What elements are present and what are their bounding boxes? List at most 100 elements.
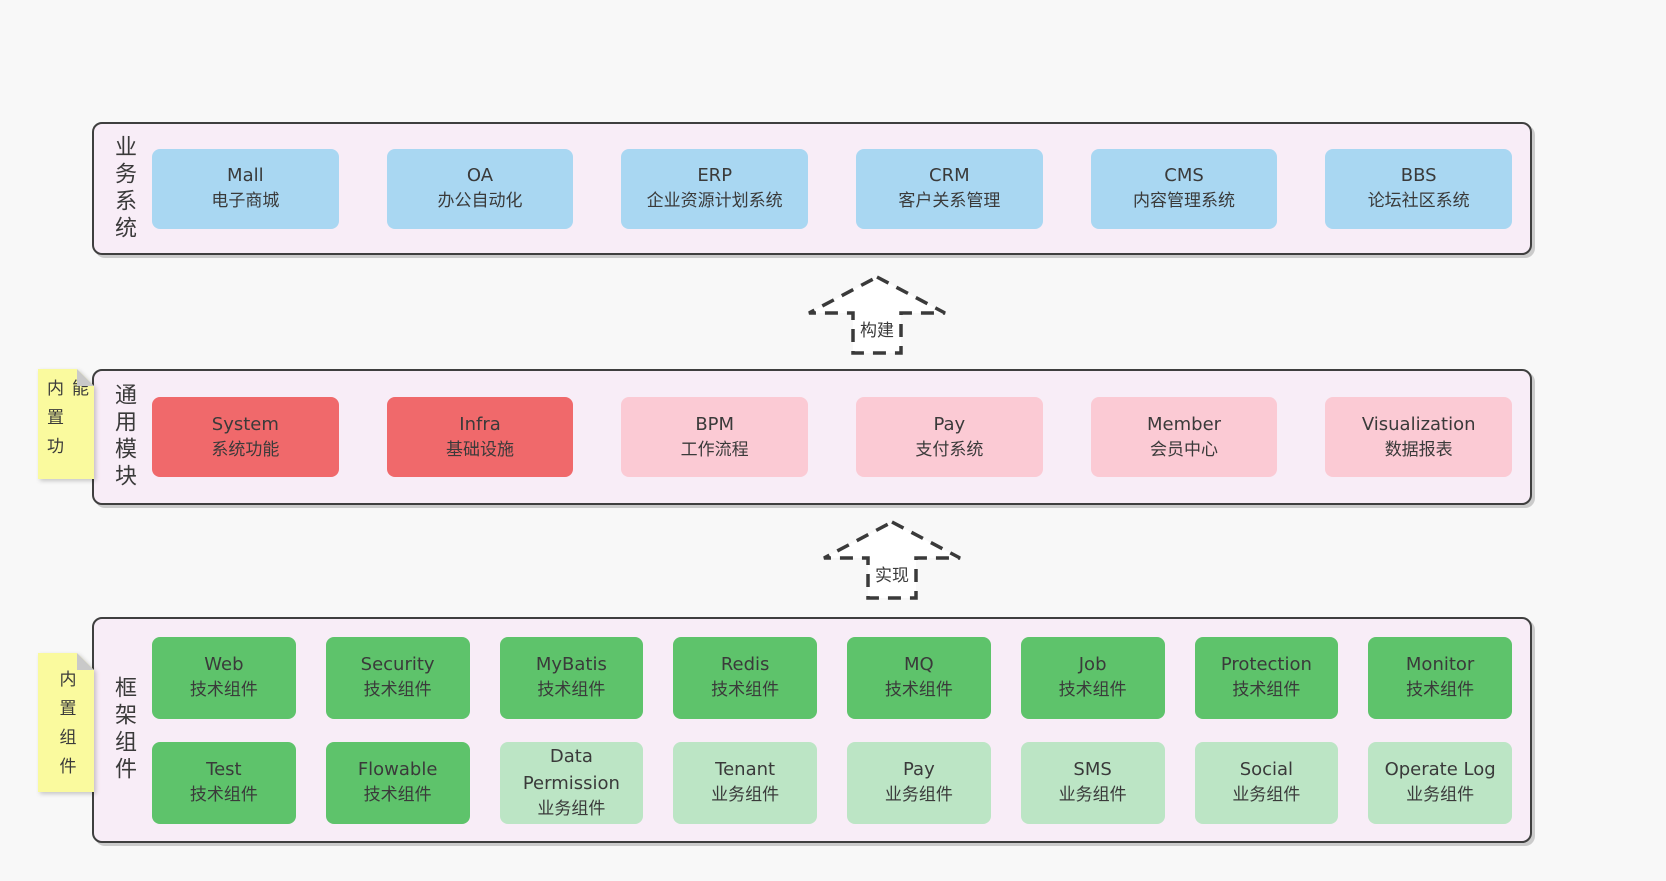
box-subtitle: 支付系统 bbox=[915, 439, 984, 460]
box-subtitle: 电子商城 bbox=[211, 191, 280, 212]
panel-business-side-label-text: 业务系统 bbox=[111, 134, 136, 243]
box-title: OA bbox=[466, 165, 494, 187]
folded-corner-icon bbox=[77, 653, 94, 670]
box-subtitle: 系统功能 bbox=[211, 439, 280, 460]
box-title: Test bbox=[206, 759, 242, 781]
box-bpm: BPM 工作流程 bbox=[621, 397, 809, 477]
up-block-arrow-icon bbox=[823, 520, 961, 600]
box-subtitle: 技术组件 bbox=[1058, 680, 1127, 701]
box-subtitle: 内容管理系统 bbox=[1133, 191, 1236, 212]
box-title: Job bbox=[1078, 654, 1107, 676]
box-mq: MQ 技术组件 bbox=[847, 636, 991, 719]
box-title: Monitor bbox=[1405, 654, 1475, 676]
box-subtitle: 业务组件 bbox=[1232, 785, 1301, 806]
box-title: Pay bbox=[903, 759, 935, 781]
box-monitor: Monitor 技术组件 bbox=[1368, 636, 1512, 719]
box-system: System 系统功能 bbox=[152, 397, 339, 477]
box-subtitle: 技术组件 bbox=[189, 785, 258, 806]
sticky-note-paper: 内置组件 bbox=[38, 653, 94, 792]
box-title: System bbox=[211, 413, 279, 435]
box-flowable: Flowable 技术组件 bbox=[325, 741, 470, 824]
panel-framework-side-label-text: 框架组件 bbox=[111, 676, 136, 784]
box-subtitle: 技术组件 bbox=[884, 680, 953, 701]
box-title: Security bbox=[360, 654, 435, 676]
box-bbs: BBS 论坛社区系统 bbox=[1325, 148, 1513, 229]
box-protection: Protection 技术组件 bbox=[1194, 636, 1339, 719]
box-subtitle: 技术组件 bbox=[363, 680, 432, 701]
box-title: Web bbox=[204, 654, 244, 676]
box-test: Test 技术组件 bbox=[152, 741, 296, 824]
arrow-build: 构建 bbox=[805, 273, 949, 357]
up-block-arrow-icon bbox=[808, 275, 946, 355]
box-subtitle: 业务组件 bbox=[711, 785, 780, 806]
arrow-build-label: 构建 bbox=[858, 316, 896, 341]
box-subtitle: 技术组件 bbox=[711, 680, 780, 701]
box-title: CMS bbox=[1164, 165, 1204, 187]
box-job: Job 技术组件 bbox=[1020, 636, 1165, 719]
box-redis: Redis 技术组件 bbox=[673, 636, 817, 719]
box-subtitle: 会员中心 bbox=[1150, 439, 1219, 460]
box-title: CRM bbox=[929, 165, 970, 187]
box-title: Pay bbox=[933, 413, 966, 435]
sticky-note-builtin-components-text: 内置组件 bbox=[55, 669, 76, 786]
box-pay: Pay 支付系统 bbox=[856, 397, 1043, 477]
box-mybatis: MyBatis 技术组件 bbox=[499, 636, 644, 719]
box-subtitle: 企业资源计划系统 bbox=[646, 191, 783, 212]
box-subtitle: 办公自动化 bbox=[437, 191, 523, 212]
folded-corner-icon bbox=[77, 369, 94, 386]
box-cms: CMS 内容管理系统 bbox=[1090, 148, 1278, 229]
box-erp: ERP 企业资源计划系统 bbox=[621, 148, 809, 229]
box-title: Mall bbox=[227, 165, 264, 187]
box-title: SMS bbox=[1073, 759, 1112, 781]
box-subtitle: 技术组件 bbox=[363, 785, 432, 806]
box-mall: Mall 电子商城 bbox=[152, 148, 339, 229]
panel-business-systems: 业务系统 Mall 电子商城 OA 办公自动化 ERP 企业资源计划系统 CRM 客户关系管理… bbox=[92, 122, 1532, 255]
box-subtitle: 业务组件 bbox=[537, 798, 606, 819]
box-web: Web 技术组件 bbox=[152, 636, 296, 719]
box-title: Protection bbox=[1220, 654, 1312, 676]
sticky-note-paper: 内置功能 bbox=[38, 369, 94, 479]
box-title: Infra bbox=[459, 413, 501, 435]
box-oa: OA 办公自动化 bbox=[386, 148, 574, 229]
box-title: Redis bbox=[720, 654, 770, 676]
box-security: Security 技术组件 bbox=[325, 636, 470, 719]
box-title: BBS bbox=[1400, 165, 1437, 187]
box-title: Social bbox=[1239, 759, 1294, 781]
box-title: ERP bbox=[697, 165, 733, 187]
box-subtitle: 业务组件 bbox=[1406, 785, 1475, 806]
box-subtitle: 工作流程 bbox=[680, 439, 749, 460]
panel-business-rows: Mall 电子商城 OA 办公自动化 ERP 企业资源计划系统 CRM 客户关系管理 CMS 内容… bbox=[152, 124, 1530, 253]
box-title: Tenant bbox=[715, 759, 776, 781]
box-subtitle: 技术组件 bbox=[537, 680, 606, 701]
box-data-permission: Data Permission 业务组件 bbox=[499, 741, 644, 824]
box-subtitle: 论坛社区系统 bbox=[1367, 191, 1470, 212]
arrow-implement: 实现 bbox=[820, 518, 964, 602]
box-subtitle: 客户关系管理 bbox=[898, 191, 1001, 212]
sticky-note-builtin-features: 内置功能 bbox=[38, 369, 94, 479]
box-title: Data Permission bbox=[522, 745, 620, 794]
box-title: MQ bbox=[904, 654, 934, 676]
panel-framework-side-label: 框架组件 bbox=[94, 619, 152, 841]
box-subtitle: 技术组件 bbox=[189, 680, 258, 701]
box-row: Mall 电子商城 OA 办公自动化 ERP 企业资源计划系统 CRM 客户关系管理 CMS 内容… bbox=[152, 148, 1513, 229]
box-subtitle: 技术组件 bbox=[1406, 680, 1475, 701]
box-tenant: Tenant 业务组件 bbox=[673, 741, 817, 824]
panel-common-side-label: 通用模块 bbox=[94, 371, 152, 503]
box-title: MyBatis bbox=[535, 654, 607, 676]
box-title: Flowable bbox=[357, 759, 438, 781]
box-subtitle: 技术组件 bbox=[1232, 680, 1301, 701]
box-title: BPM bbox=[695, 413, 735, 435]
box-subtitle: 业务组件 bbox=[884, 785, 953, 806]
